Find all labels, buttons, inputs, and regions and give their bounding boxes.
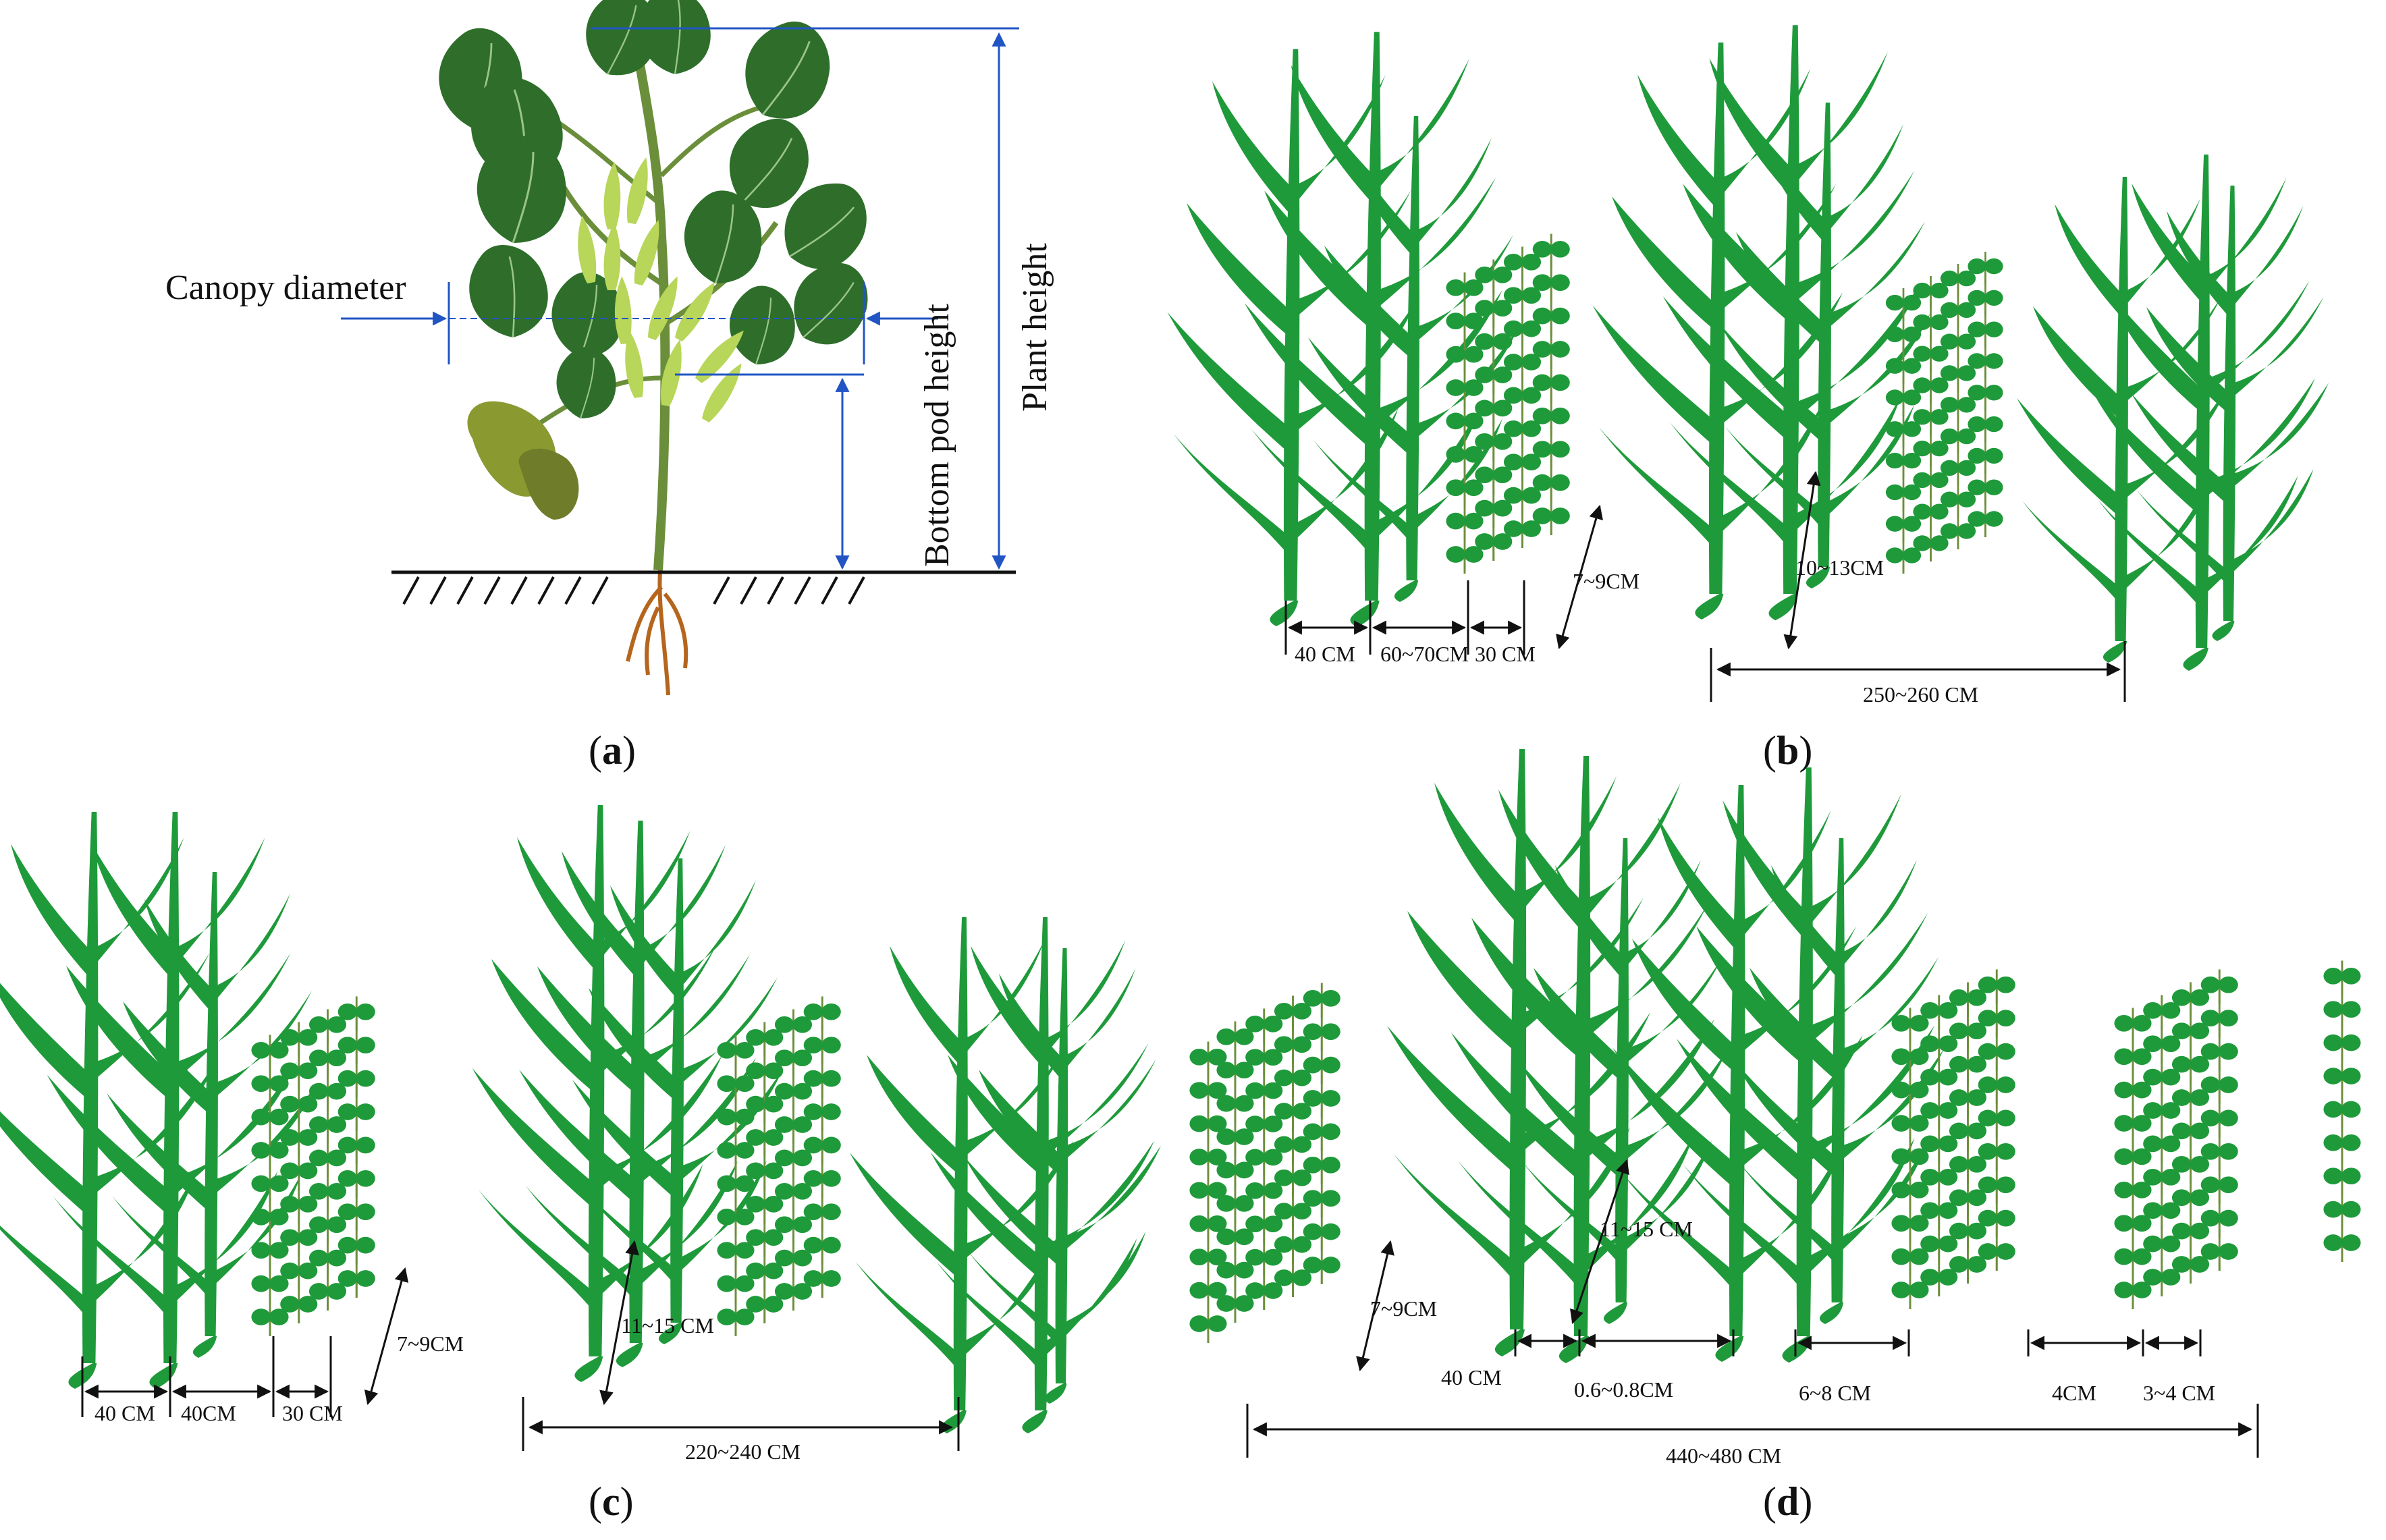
dim-c-40cm-2: 40CM [181,1401,236,1425]
dim-d-40cm: 40 CM [1441,1365,1502,1390]
plant-height-dimension [591,27,1019,570]
plant-height-label: Plant height [1016,243,1054,412]
dimension-lines-d [1246,1159,2259,1458]
dimension-lines-b [1284,470,2126,702]
dim-d-440-480cm: 440~480 CM [1666,1443,1781,1468]
dimension-lines-c [81,1240,960,1451]
dim-b-30cm: 30 CM [1475,642,1536,666]
soybean-strip-left [251,997,375,1337]
maize-strip-middle [1592,25,1930,621]
ground-line [391,570,1016,605]
panel-c-label: (c) [589,1479,634,1524]
panel-b: 40 CM 60~70CM 30 CM 7~9CM 10~13CM 250~26… [1167,25,2329,773]
soybean-strip-2 [1891,970,2015,1310]
maize-strip-2 [1612,767,1944,1363]
bottom-pod-height-label: Bottom pod height [918,303,956,567]
dim-c-220-240cm: 220~240 CM [685,1439,801,1464]
maize-strip-left [1167,32,1519,628]
soybean-strip-3 [2114,961,2360,1310]
dim-c-30cm: 30 CM [282,1401,343,1425]
dim-b-40cm: 40 CM [1295,642,1355,666]
dim-d-7-9cm: 7~9CM [1370,1296,1437,1321]
maize-strip-right [849,917,1161,1433]
dim-c-40cm: 40 CM [94,1401,155,1425]
dim-d-0-6-0-8cm: 0.6~0.8CM [1574,1377,1673,1402]
dim-d-3-4cm: 3~4 CM [2143,1381,2215,1405]
dim-d-4cm: 4CM [2052,1381,2096,1405]
bottom-pod-height-dimension [675,373,864,570]
canopy-diameter-label: Canopy diameter [165,269,406,307]
soybean-strip-right [717,997,840,1337]
panel-a-label: (a) [589,728,636,773]
dim-c-11-15cm: 11~15 CM [621,1313,714,1338]
panel-a: Canopy diameter Bottom pod height Plant … [165,0,1054,773]
dim-c-7-9cm: 7~9CM [397,1331,464,1356]
panel-c: 40 CM 40CM 30 CM 7~9CM 11~15 CM 220~240 … [0,805,1161,1524]
canopy-diameter-dimension [341,282,938,364]
dim-b-10-13cm: 10~13CM [1795,555,1884,580]
dim-b-250-260cm: 250~260 CM [1863,682,1978,707]
dim-d-11-15cm: 11~15 CM [1600,1217,1693,1241]
soybean-strip-1 [1189,983,1340,1344]
dim-b-7-9cm: 7~9CM [1573,569,1639,593]
soybean-strip-left [1446,233,1569,574]
soybean-strip-right [1886,252,2003,574]
panel-d-label: (d) [1763,1479,1812,1524]
dim-d-6-8cm: 6~8 CM [1799,1381,1871,1405]
dim-b-60-70cm: 60~70CM [1380,642,1469,666]
maize-strip-1 [1387,749,1728,1363]
panel-d: 7~9CM 11~15 CM 40 CM 0.6~0.8CM 6~8 CM 4C… [1189,749,2360,1524]
soybean-plant-illustration [437,0,886,696]
maize-strip-right [2017,154,2329,671]
panel-b-label: (b) [1763,728,1812,773]
